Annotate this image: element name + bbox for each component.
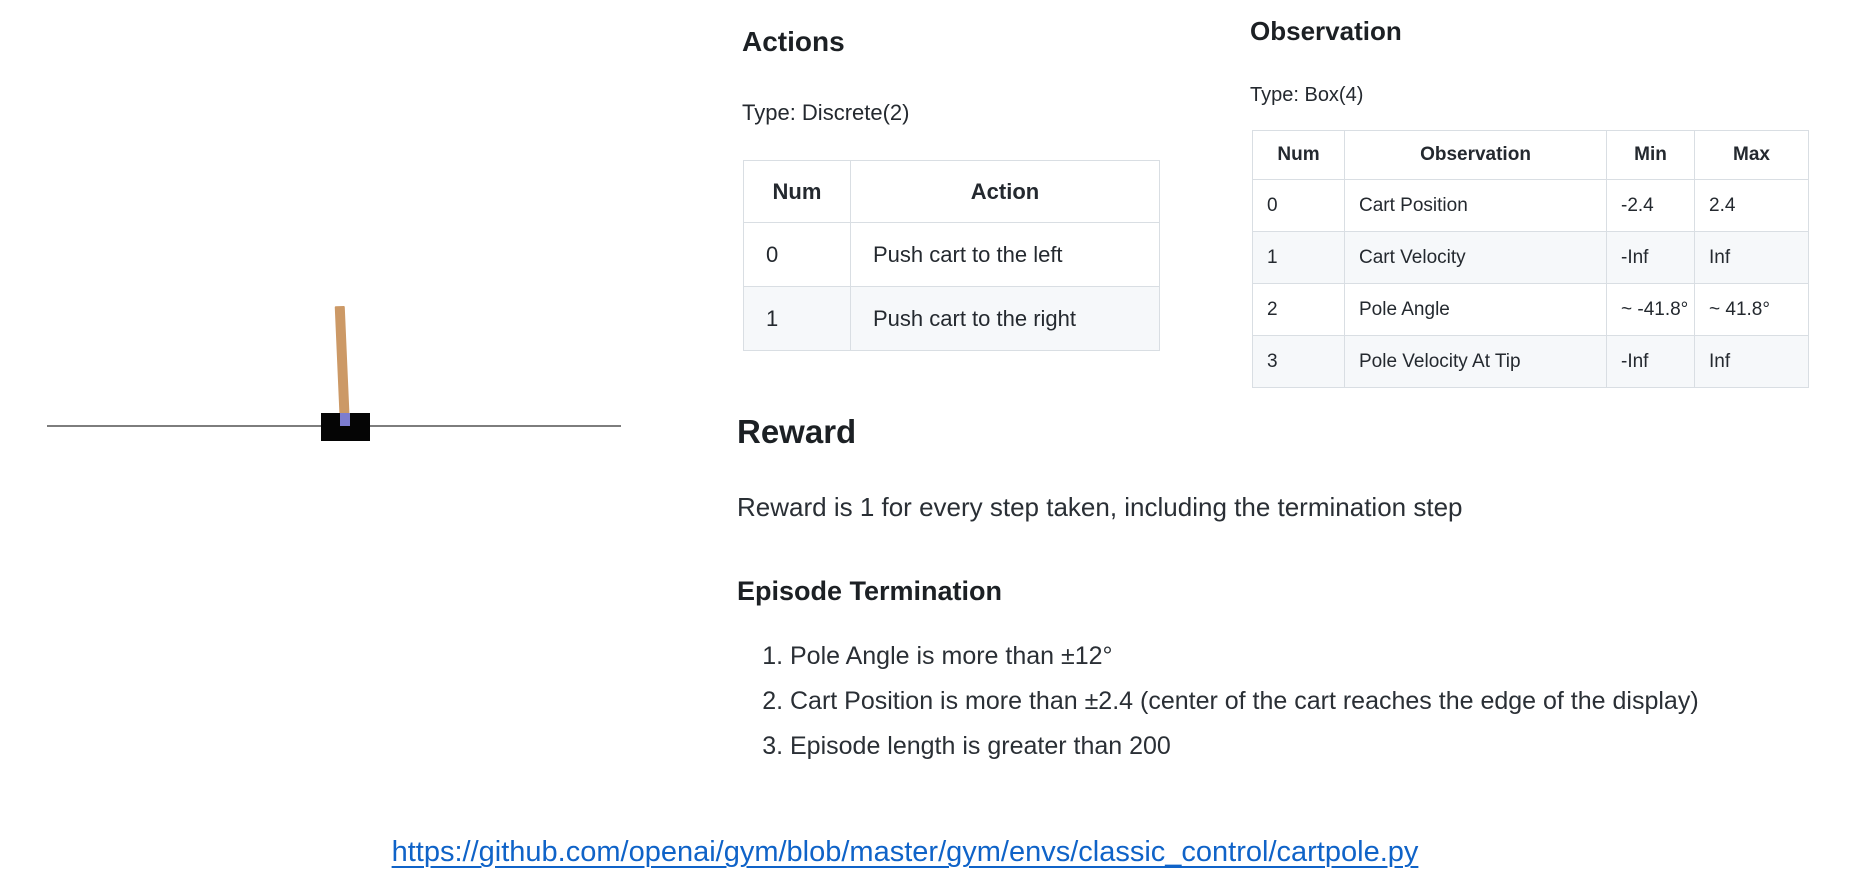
obs-cell-min: ~ -41.8° [1606, 283, 1695, 336]
obs-cell-min: -Inf [1606, 231, 1695, 284]
cartpole-axle [340, 413, 350, 426]
obs-cell-max: Inf [1694, 335, 1809, 388]
obs-cell-min: -2.4 [1606, 179, 1695, 232]
obs-cell-observation: Pole Angle [1344, 283, 1607, 336]
actions-heading: Actions [742, 26, 845, 57]
obs-cell-min: -Inf [1606, 335, 1695, 388]
observation-table: Num Observation Min Max 0 Cart Position … [1252, 130, 1809, 388]
table-row: 0 Push cart to the left [743, 222, 1160, 287]
reward-text: Reward is 1 for every step taken, includ… [737, 492, 1463, 522]
obs-cell-num: 3 [1252, 335, 1345, 388]
obs-cell-observation: Cart Position [1344, 179, 1607, 232]
actions-cell-num: 1 [743, 286, 851, 351]
observation-heading: Observation [1250, 16, 1402, 46]
obs-cell-max: ~ 41.8° [1694, 283, 1809, 336]
obs-col-header-observation: Observation [1344, 130, 1607, 180]
actions-type-line: Type: Discrete(2) [742, 100, 910, 125]
obs-cell-num: 0 [1252, 179, 1345, 232]
obs-cell-observation: Cart Velocity [1344, 231, 1607, 284]
actions-cell-action: Push cart to the right [850, 286, 1160, 351]
table-row: 1 Push cart to the right [743, 286, 1160, 351]
obs-col-header-min: Min [1606, 130, 1695, 180]
obs-col-header-max: Max [1694, 130, 1809, 180]
episode-termination-list: Pole Angle is more than ±12° Cart Positi… [740, 634, 1699, 769]
table-row: 2 Pole Angle ~ -41.8° ~ 41.8° [1252, 283, 1809, 336]
observation-table-header-row: Num Observation Min Max [1252, 130, 1809, 180]
reward-heading: Reward [737, 413, 857, 450]
list-item: Cart Position is more than ±2.4 (center … [790, 679, 1699, 724]
cartpole-pole [334, 305, 350, 428]
obs-cell-observation: Pole Velocity At Tip [1344, 335, 1607, 388]
github-cartpole-link[interactable]: https://github.com/openai/gym/blob/maste… [391, 836, 1419, 868]
actions-table-header-row: Num Action [743, 160, 1160, 223]
table-row: 0 Cart Position -2.4 2.4 [1252, 179, 1809, 232]
actions-cell-action: Push cart to the left [850, 222, 1160, 287]
obs-cell-num: 1 [1252, 231, 1345, 284]
table-row: 1 Cart Velocity -Inf Inf [1252, 231, 1809, 284]
footer-link-container: https://github.com/openai/gym/blob/maste… [0, 836, 1810, 869]
episode-termination-heading: Episode Termination [737, 576, 1003, 606]
list-item: Episode length is greater than 200 [790, 724, 1699, 769]
actions-col-header-action: Action [850, 160, 1160, 223]
actions-col-header-num: Num [743, 160, 851, 223]
obs-cell-num: 2 [1252, 283, 1345, 336]
actions-table: Num Action 0 Push cart to the left 1 Pus… [743, 160, 1160, 351]
table-row: 3 Pole Velocity At Tip -Inf Inf [1252, 335, 1809, 388]
observation-type-line: Type: Box(4) [1250, 84, 1364, 106]
obs-col-header-num: Num [1252, 130, 1345, 180]
actions-cell-num: 0 [743, 222, 851, 287]
obs-cell-max: 2.4 [1694, 179, 1809, 232]
list-item: Pole Angle is more than ±12° [790, 634, 1699, 679]
obs-cell-max: Inf [1694, 231, 1809, 284]
